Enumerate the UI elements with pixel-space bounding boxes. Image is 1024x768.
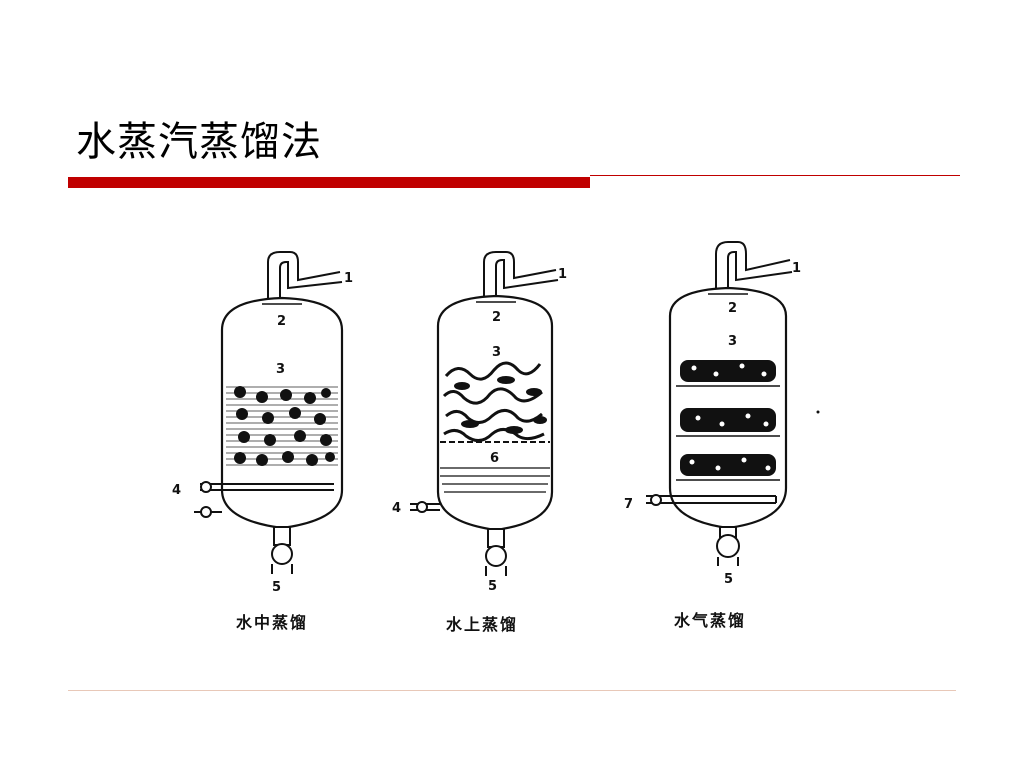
label-inlet: 4 bbox=[392, 501, 401, 516]
label-outlet: 1 bbox=[344, 271, 353, 286]
label-top: 2 bbox=[728, 301, 737, 316]
label-inlet: 7 bbox=[624, 497, 633, 512]
label-top: 2 bbox=[277, 314, 286, 329]
label-inlet: 4 bbox=[172, 483, 181, 498]
caption-water-steam-distillation: 水上蒸馏 bbox=[446, 615, 518, 634]
label-bottom: 5 bbox=[488, 579, 497, 594]
vessel-water-steam-distillation: 1 2 3 6 4 5 水上蒸馏 bbox=[392, 251, 567, 634]
label-material: 3 bbox=[728, 334, 737, 349]
caption-steam-distillation: 水气蒸馏 bbox=[674, 611, 746, 630]
label-outlet: 1 bbox=[558, 267, 567, 282]
vessel-steam-distillation: 1 2 3 7 5 水气蒸馏 bbox=[624, 241, 820, 630]
label-bottom: 5 bbox=[272, 580, 281, 595]
title-rule-thin bbox=[590, 175, 960, 176]
label-material: 3 bbox=[492, 345, 501, 360]
slide-title: 水蒸汽蒸馏法 bbox=[76, 119, 322, 165]
label-outlet: 1 bbox=[792, 261, 801, 276]
label-water: 6 bbox=[490, 451, 499, 466]
label-top: 2 bbox=[492, 310, 501, 325]
label-material: 3 bbox=[276, 362, 285, 377]
caption-water-distillation: 水中蒸馏 bbox=[236, 613, 308, 632]
title-rule-thick bbox=[68, 177, 590, 188]
label-bottom: 5 bbox=[724, 572, 733, 587]
footer-rule bbox=[68, 690, 956, 691]
vessel-water-distillation: 1 2 3 4 5 水中蒸馏 bbox=[172, 251, 353, 632]
